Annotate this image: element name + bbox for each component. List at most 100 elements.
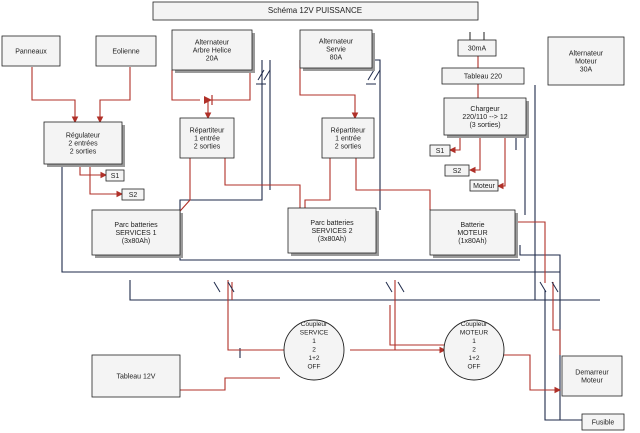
s2-left-rect xyxy=(121,188,145,201)
moteur-label-label: Moteur xyxy=(473,183,495,190)
batterie-moteur-rect xyxy=(429,209,516,256)
s1-right-rect xyxy=(429,144,451,157)
batterie-moteur-line: MOTEUR xyxy=(457,230,487,237)
panneaux-label: Panneaux xyxy=(15,49,47,56)
coupleur-service-line: OFF xyxy=(308,364,321,371)
title-box: Schéma 12V PUISSANCE xyxy=(152,1,479,21)
s1-right-line: S1 xyxy=(436,148,445,155)
eolienne-box: Eolienne xyxy=(95,35,157,67)
parc-1-line: Parc batteries xyxy=(114,222,158,229)
chargeur-rect xyxy=(443,97,527,136)
parc-2-rect xyxy=(287,207,377,254)
moteur-label-line: Moteur xyxy=(473,183,495,190)
panneaux-box: Panneaux xyxy=(1,35,61,67)
alt-servie-line: 80A xyxy=(330,55,343,62)
tableau-12v-line: Tableau 12V xyxy=(117,374,156,381)
alt-helice-line: Arbre Helice xyxy=(193,48,232,55)
s2-right-label: S2 xyxy=(453,168,462,175)
batterie-moteur-line: Batterie xyxy=(460,222,484,229)
panneaux-rect xyxy=(1,35,61,67)
s2-left-label: S2 xyxy=(129,192,138,199)
s1-right-label: S1 xyxy=(436,148,445,155)
demarreur-line: Demarreur xyxy=(575,370,609,377)
tableau-220-box: Tableau 220 xyxy=(441,67,525,85)
parc-1-rect xyxy=(91,209,181,256)
fuse-30ma-box: 30mA xyxy=(457,39,497,57)
tableau-220-line: Tableau 220 xyxy=(464,74,502,81)
s2-right-box: S2 xyxy=(444,164,470,177)
diode-icon xyxy=(204,95,213,105)
regulateur-rect xyxy=(43,121,123,165)
coupleur-moteur-line: 1+2 xyxy=(468,355,479,362)
chargeur-line: 220/110 --> 12 xyxy=(462,114,507,121)
alt-moteur-line: Alternateur xyxy=(569,51,604,58)
parc-2-line: SERVICES 2 xyxy=(311,228,352,235)
moteur-label-box: Moteur xyxy=(469,179,499,192)
regulateur-line: 2 entrées xyxy=(68,141,98,148)
tableau-220-rect xyxy=(441,67,525,85)
fuse-30ma-rect xyxy=(457,39,497,57)
moteur-label-rect xyxy=(469,179,499,192)
fuse-30ma-line: 30mA xyxy=(468,46,487,53)
s1-left-rect xyxy=(105,169,125,182)
eolienne-label: Eolienne xyxy=(112,49,139,56)
coupleur-service-line: SERVICE xyxy=(300,330,329,337)
coupleur-moteur-line: Coupleur xyxy=(461,321,488,328)
batterie-moteur-line: (1x80Ah) xyxy=(458,238,486,245)
repartiteur-2-rect xyxy=(321,117,375,159)
s2-right-line: S2 xyxy=(453,168,462,175)
chargeur-line: Chargeur xyxy=(470,106,500,113)
coupleur-service-line: 2 xyxy=(312,347,316,354)
s2-right-rect xyxy=(444,164,470,177)
page-title: Schéma 12V PUISSANCE xyxy=(268,6,362,15)
alt-servie-line: Servie xyxy=(326,47,346,54)
alt-helice-line: Alternateur xyxy=(195,40,230,47)
panneaux-line: Panneaux xyxy=(15,49,47,56)
coupleur-moteur-line: MOTEUR xyxy=(460,330,488,337)
s1-left-label: S1 xyxy=(111,173,120,180)
repartiteur-2-line: Répartiteur xyxy=(331,128,366,135)
repartiteur-1-line: Répartiteur xyxy=(190,128,225,135)
tableau-220-label: Tableau 220 xyxy=(464,74,502,81)
regulateur-line: 2 sorties xyxy=(70,149,97,156)
tableau-12v-box: Tableau 12V xyxy=(91,354,181,398)
alt-servie-rect xyxy=(299,29,373,69)
s2-left-line: S2 xyxy=(129,192,138,199)
s1-left-box: S1 xyxy=(105,169,125,182)
alt-moteur-line: 30A xyxy=(580,67,593,74)
coupleur-moteur-line: 1 xyxy=(472,338,476,345)
coupleur-service-line: Coupleur xyxy=(301,321,328,328)
alt-moteur-rect xyxy=(547,36,625,86)
fusible-line: Fusible xyxy=(592,420,615,427)
repartiteur-2-line: 2 sorties xyxy=(335,144,362,151)
parc-2-line: (3x80Ah) xyxy=(318,236,346,243)
alt-servie-line: Alternateur xyxy=(319,39,354,46)
tableau-12v-rect xyxy=(91,354,181,398)
repartiteur-1-rect xyxy=(179,117,235,159)
repartiteur-2-line: 1 entrée xyxy=(335,136,361,143)
alt-moteur-line: Moteur xyxy=(575,59,597,66)
eolienne-line: Eolienne xyxy=(112,49,139,56)
s2-left-box: S2 xyxy=(121,188,145,201)
fuse-30ma-label: 30mA xyxy=(468,46,487,53)
